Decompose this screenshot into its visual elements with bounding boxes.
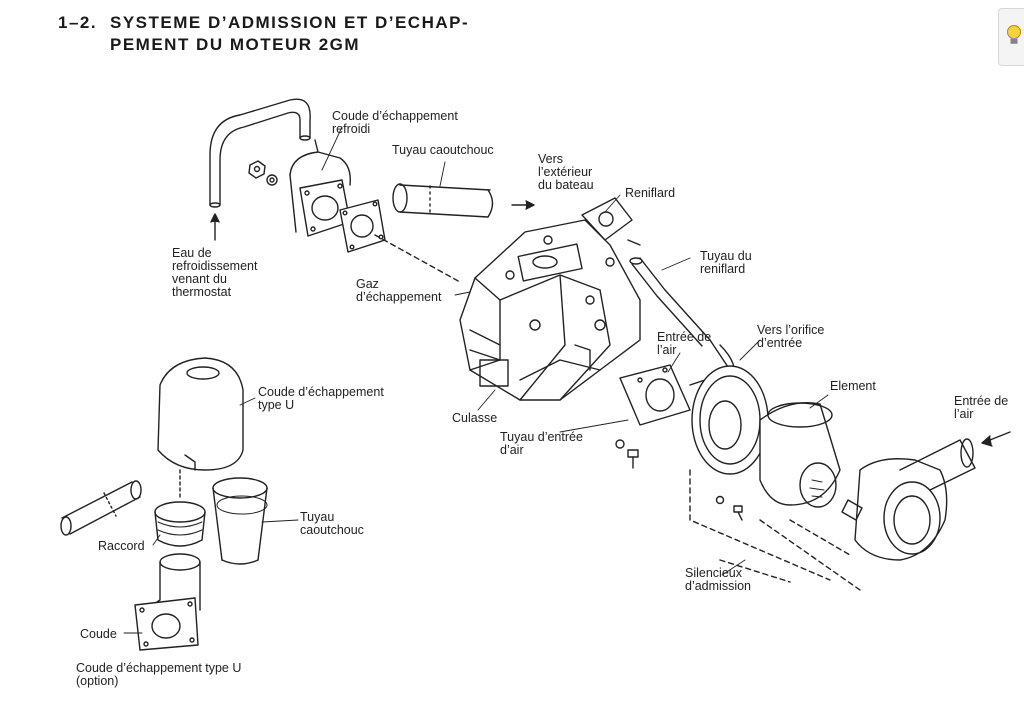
elbow	[134, 553, 201, 651]
label-u-elbow-option: Coude d’échappement type U (option)	[76, 661, 242, 688]
exhaust-gas-path	[374, 234, 461, 283]
nut-washer	[248, 160, 278, 186]
label-intake-silencer: Silencieux d’admission	[685, 566, 752, 593]
label-to-inlet: Vers l’orifice d’entrée	[757, 323, 825, 350]
label-element: Element	[830, 379, 876, 393]
section-number: 1–2.	[58, 13, 98, 32]
lightbulb-icon	[1007, 25, 1021, 44]
label-outside-boat: Vers l’extérieur du bateau	[538, 152, 594, 192]
rubber-hose-low	[212, 477, 268, 565]
page-title: 1–2. SYSTEME D’ADMISSION ET D’ECHAP- PEME…	[58, 12, 469, 56]
label-breather-hose: Tuyau du reniflard	[700, 249, 752, 276]
assembly-line-3	[719, 519, 851, 583]
label-elbow: Coude	[80, 627, 117, 641]
label-air-inlet-mid: Entrée de l’air	[657, 330, 712, 357]
label-cooled-elbow: Coude d’échappement refroidi	[332, 109, 458, 136]
label-rubber-hose-top: Tuyau caoutchouc	[392, 143, 494, 157]
cooled-exhaust-elbow	[289, 139, 351, 237]
air-intake-pipe	[619, 364, 706, 426]
coolant-arrow	[210, 213, 220, 241]
intake-silencer	[841, 438, 976, 561]
breather-hose	[629, 257, 739, 383]
title-line-2: PEMENT DU MOTEUR 2GM	[110, 35, 361, 54]
u-exhaust-elbow	[157, 357, 244, 471]
cylinder-head	[459, 219, 641, 401]
connector-pipe	[60, 480, 142, 536]
outside-arrow	[511, 200, 535, 210]
assembly-line-2	[759, 519, 861, 591]
nipple	[154, 469, 206, 547]
air-element	[759, 402, 841, 508]
coolant-hose	[209, 98, 311, 208]
assembly-line-1	[689, 469, 831, 581]
breather	[581, 197, 641, 246]
label-cylinder-head: Culasse	[452, 411, 498, 425]
title-line-1: SYSTEME D’ADMISSION ET D’ECHAP-	[110, 13, 470, 32]
intake-flange	[691, 365, 769, 475]
label-air-inlet-right: Entrée de l’air	[954, 394, 1009, 421]
label-rubber-hose-low: Tuyau caoutchouc	[300, 510, 364, 537]
screw-small	[615, 439, 639, 469]
rubber-hose-top	[392, 183, 494, 218]
label-connector: Raccord	[98, 539, 145, 553]
label-breather: Reniflard	[625, 186, 676, 200]
label-u-elbow: Coude d’échappement type U	[258, 385, 384, 412]
air-in-arrow	[981, 431, 1011, 447]
exhaust-gasket	[339, 199, 386, 253]
leader-lines	[123, 126, 829, 634]
label-air-intake-pipe: Tuyau d’entrée d’air	[500, 430, 583, 457]
label-exhaust-gas: Gaz d’échappement	[356, 277, 442, 304]
label-cooling-water: Eau de refroidissement venant du thermos…	[172, 246, 258, 299]
screws-bottom	[715, 495, 743, 521]
hint-button[interactable]	[998, 8, 1024, 66]
